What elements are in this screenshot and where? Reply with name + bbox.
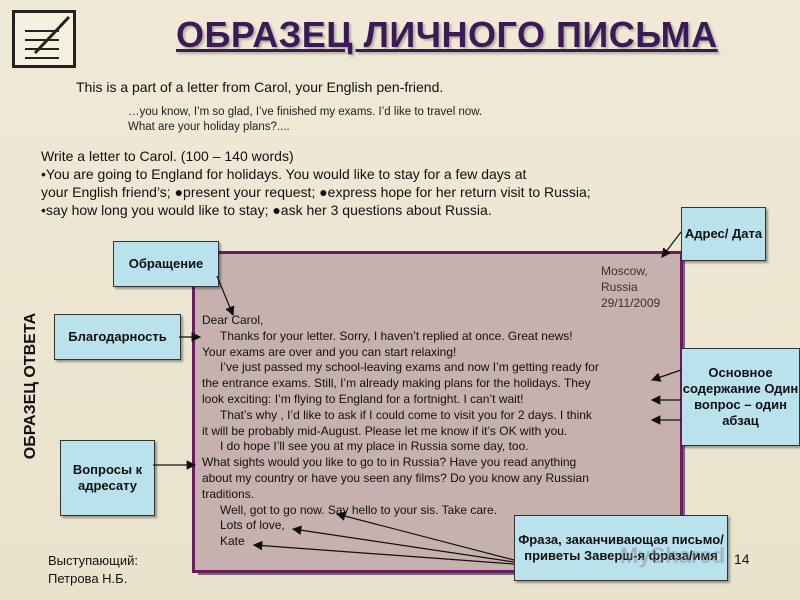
slide-number: 14 [734, 551, 750, 567]
arrow [252, 540, 515, 565]
task-instructions: Write a letter to Carol. (100 – 140 word… [41, 147, 591, 219]
watermark-logo: MyShared [620, 543, 726, 568]
task-intro: This is a part of a letter from Carol, y… [76, 79, 444, 95]
letter-line: look exciting: I’m flying to England for… [202, 391, 524, 406]
letter-address: Moscow, Russia 29/11/2009 [601, 263, 660, 311]
speaker-name: Петрова Н.Б. [48, 571, 128, 586]
speaker-label: Выступающий: [48, 553, 138, 568]
letter-line: What sights would you like to go to in R… [202, 455, 577, 470]
address-line: Moscow, [601, 264, 648, 278]
letter-body: Dear Carol, Thanks for your letter. Sorr… [202, 313, 672, 550]
callout-greeting: Обращение [113, 241, 219, 287]
letter-line: the entrance exams. Still, I’m already m… [202, 376, 591, 391]
callout-address-date: Адрес/ Дата [681, 207, 766, 261]
letter-line: I do hope I’ll see you at my place in Ru… [220, 439, 529, 454]
letter-line: Thanks for your letter. Sorry, I haven’t… [220, 328, 573, 343]
callout-closing: Фраза, заканчивающая письмо/приветы Заве… [514, 515, 728, 581]
arrow [650, 369, 682, 382]
letter-signature: Kate [220, 534, 245, 549]
task-line: •You are going to England for holidays. … [41, 166, 527, 182]
callout-questions: Вопросы к адресату [60, 440, 155, 516]
letter-signoff: Lots of love, [220, 518, 285, 533]
letter-quote: …you know, I’m so glad, I’ve finished my… [128, 105, 482, 135]
quote-line: …you know, I’m so glad, I’ve finished my… [128, 106, 483, 118]
letter-line: it will be probably mid-August. Please l… [202, 423, 568, 438]
task-line: your English friend’s; ●present your req… [41, 184, 591, 200]
letter-line: about my country or have you seen any fi… [202, 470, 589, 485]
letter-greeting: Dear Carol, [202, 313, 264, 327]
letter-line: Your exams are over and you can start re… [202, 344, 457, 359]
arrow [661, 231, 682, 258]
task-line: •say how long you would like to stay; ●a… [41, 202, 492, 218]
arrow [291, 525, 515, 563]
quote-line: What are your holiday plans?.... [128, 121, 290, 133]
letter-line: traditions. [202, 486, 255, 501]
arrow [216, 275, 235, 317]
letter-closing: Well, got to go now. Say hello to your s… [220, 502, 498, 517]
task-line: Write a letter to Carol. (100 – 140 word… [41, 148, 294, 164]
letter-line: That’s why , I’d like to ask if I could … [220, 407, 592, 422]
notepad-icon [12, 10, 76, 68]
letter-line: I’ve just passed my school-leaving exams… [220, 360, 599, 375]
arrow [335, 511, 515, 561]
address-line: 29/11/2009 [601, 296, 661, 310]
address-line: Russia [601, 280, 638, 294]
speaker-info: Выступающий: Петрова Н.Б. [48, 552, 138, 588]
callout-main-content: Основное содержание Один вопрос – один а… [681, 348, 800, 446]
slide-title: ОБРАЗЕЦ ЛИЧНОГО ПИСЬМА [176, 14, 718, 55]
